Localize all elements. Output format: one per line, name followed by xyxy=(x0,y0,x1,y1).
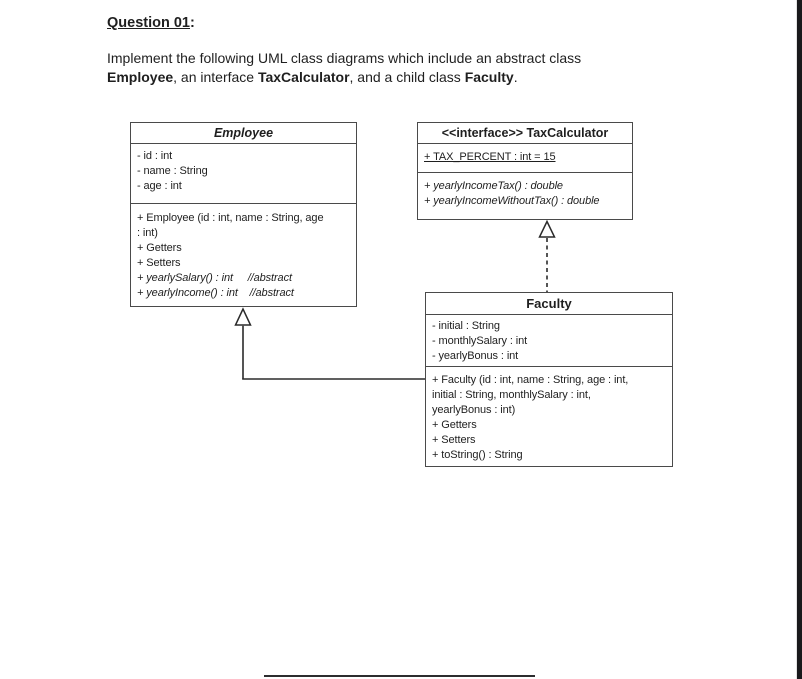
employee-class-title: Employee xyxy=(131,123,356,144)
method-line-abstract: + yearlyIncomeWithoutTax() : double xyxy=(424,195,600,207)
method-line-abstract: + yearlyIncomeTax() : double xyxy=(424,180,563,192)
attribute-line: - age : int xyxy=(137,180,182,192)
method-line-abstract: + yearlyIncome() : int //abstract xyxy=(137,287,294,299)
attribute-line: - name : String xyxy=(137,165,208,177)
question-title-colon: : xyxy=(190,15,195,31)
generalization-arrowhead-icon xyxy=(234,307,252,326)
taxcalculator-interface-title: <<interface>> TaxCalculator xyxy=(418,123,632,144)
faculty-attributes: - initial : String - monthlySalary : int… xyxy=(426,315,672,367)
method-line: + Setters xyxy=(432,434,476,446)
attribute-line: - id : int xyxy=(137,150,173,162)
attribute-line: - monthlySalary : int xyxy=(432,335,528,347)
intro-line-1: Implement the following UML class diagra… xyxy=(107,50,582,66)
static-field-line: + TAX_PERCENT : int = 15 xyxy=(424,151,556,163)
question-title: Question 01: xyxy=(107,13,195,33)
uml-interface-taxcalculator: <<interface>> TaxCalculator + TAX_PERCEN… xyxy=(417,122,633,220)
method-line: : int) xyxy=(137,227,158,239)
window-edge-strip xyxy=(796,0,802,679)
method-line-abstract: + yearlySalary() : int //abstract xyxy=(137,272,292,284)
method-line: + Setters xyxy=(137,257,181,269)
faculty-class-title: Faculty xyxy=(426,293,672,315)
method-line: yearlyBonus : int) xyxy=(432,404,516,416)
method-line: + Employee (id : int, name : String, age xyxy=(137,212,324,224)
attribute-line: - yearlyBonus : int xyxy=(432,350,519,362)
taxcalculator-methods: + yearlyIncomeTax() : double + yearlyInc… xyxy=(418,173,632,209)
realization-arrow-faculty-to-taxcalculator xyxy=(538,219,556,292)
employee-methods: + Employee (id : int, name : String, age… xyxy=(131,204,356,301)
method-line: + toString() : String xyxy=(432,449,523,461)
intro-paragraph: Implement the following UML class diagra… xyxy=(107,49,581,87)
uml-class-employee: Employee - id : int - name : String - ag… xyxy=(130,122,357,307)
attribute-line: - initial : String xyxy=(432,320,500,332)
uml-class-faculty: Faculty - initial : String - monthlySala… xyxy=(425,292,673,467)
method-line: + Faculty (id : int, name : String, age … xyxy=(432,374,629,386)
realization-arrowhead-icon xyxy=(538,219,556,238)
generalization-arrow-faculty-to-employee xyxy=(234,307,425,380)
question-title-text: Question 01 xyxy=(107,15,190,31)
method-line: + Getters xyxy=(432,419,477,431)
page-bottom-rule xyxy=(264,675,535,677)
method-line: initial : String, monthlySalary : int, xyxy=(432,389,591,401)
taxcalculator-fields: + TAX_PERCENT : int = 15 xyxy=(418,144,632,173)
employee-attributes: - id : int - name : String - age : int xyxy=(131,144,356,204)
method-line: + Getters xyxy=(137,242,182,254)
faculty-methods: + Faculty (id : int, name : String, age … xyxy=(426,367,672,463)
intro-line-2: Employee, an interface TaxCalculator, an… xyxy=(107,69,518,85)
